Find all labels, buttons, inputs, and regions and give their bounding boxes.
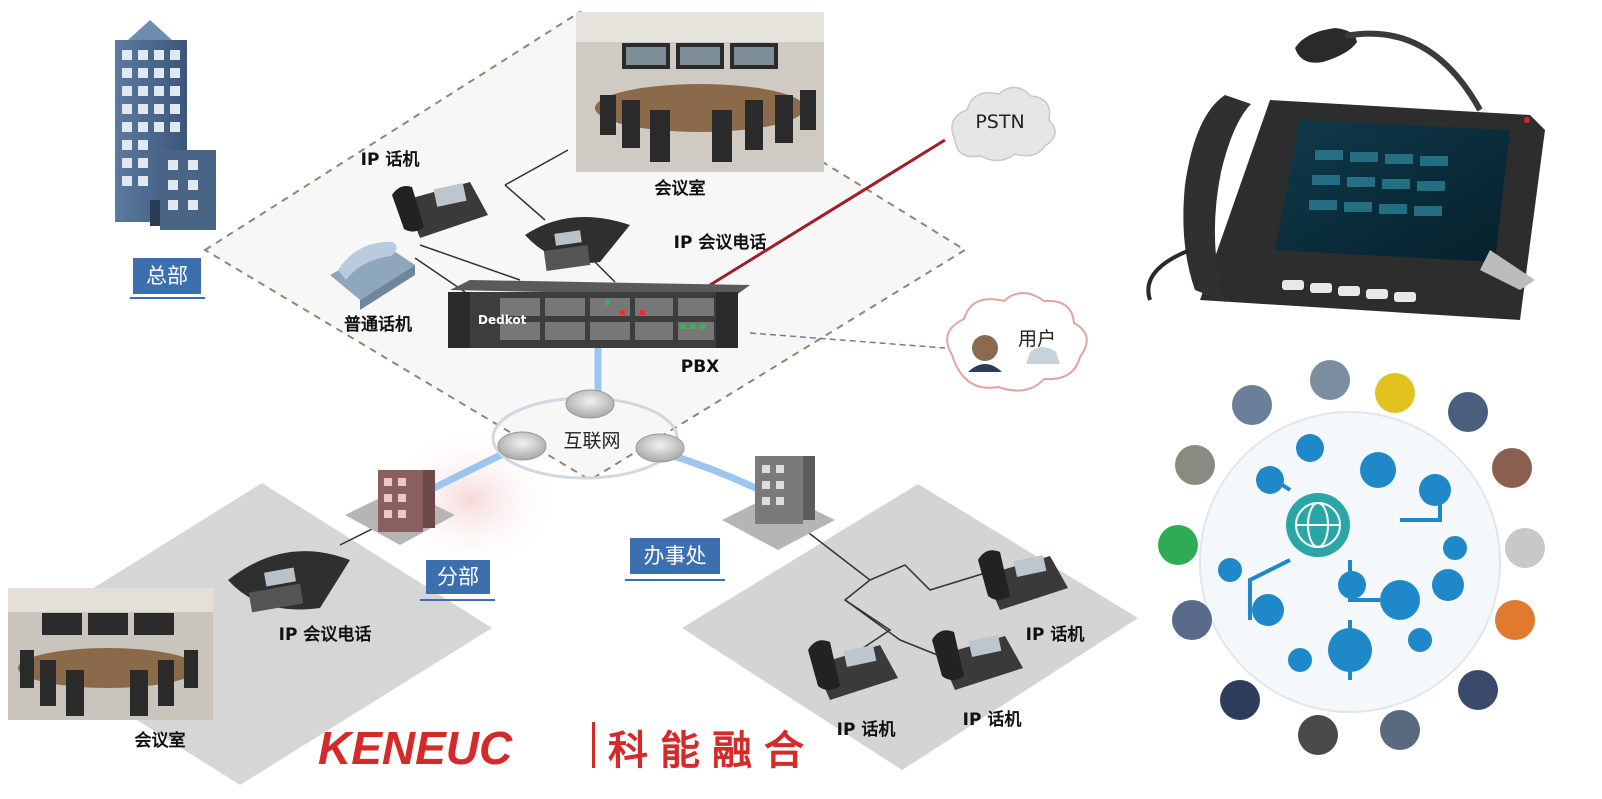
star-icon — [1443, 536, 1467, 560]
desk-video-phone-image — [1146, 28, 1545, 320]
monitor-icon — [1419, 474, 1451, 506]
logo-chinese: 科能融合 — [608, 728, 816, 774]
collaboration-circle-image — [1158, 360, 1545, 755]
mail-icon — [1296, 434, 1324, 462]
logo-latin: KENEUC — [318, 722, 513, 774]
branch-meeting-room-photo — [8, 588, 213, 720]
internet-ring — [491, 389, 685, 480]
pbx-device-icon: Dedkot — [448, 280, 750, 348]
router-icon — [497, 431, 547, 461]
router-icon — [635, 433, 685, 463]
hq-meeting-room-label: 会议室 — [655, 178, 706, 199]
hq-ip-phone-label: IP 话机 — [361, 149, 420, 170]
hq-building-icon — [115, 20, 216, 230]
bulb-icon — [1256, 466, 1284, 494]
office-zone — [682, 484, 1138, 770]
hq-analog-phone-label: 普通话机 — [344, 314, 412, 335]
branch-server-icon — [345, 470, 455, 545]
hq-analog-phone-icon — [330, 241, 415, 310]
keneuc-logo: KENEUC 科能融合 — [318, 722, 816, 774]
play-icon — [1288, 648, 1312, 672]
hq-ip-phone-icon — [392, 182, 488, 238]
user-label: 用户 — [1018, 328, 1056, 350]
pstn-label: PSTN — [975, 111, 1024, 133]
office-ip-phone-label-1: IP 话机 — [1026, 624, 1085, 645]
branch-meeting-room-label: 会议室 — [135, 730, 186, 751]
office-label: 办事处 — [644, 544, 707, 568]
user-link — [749, 332, 946, 349]
office-ip-phone-label-2: IP 话机 — [837, 719, 896, 740]
office-ip-phone-label-3: IP 话机 — [963, 709, 1022, 730]
user-cloud-icon — [946, 292, 1088, 392]
robot-icon — [1432, 569, 1464, 601]
router-icon — [565, 389, 615, 419]
branch-ip-conf-phone-icon — [228, 551, 350, 613]
power-icon — [1328, 628, 1372, 672]
hq-ip-conf-phone-icon — [525, 217, 630, 271]
hq-tag — [133, 258, 201, 294]
wifi-icon — [1380, 580, 1420, 620]
hq-label: 总部 — [146, 264, 188, 288]
office-ip-phone-icon-3 — [932, 630, 1023, 690]
camera-icon — [1338, 571, 1366, 599]
office-server-icon — [722, 456, 835, 550]
pstn-link — [709, 138, 946, 287]
people-around-table — [1158, 360, 1545, 755]
branch-label: 分部 — [437, 565, 479, 589]
branch-tag — [426, 560, 490, 594]
chat-icon — [1360, 452, 1396, 488]
office-ip-phone-icon-2 — [808, 640, 898, 700]
hq-ip-conf-phone-label: IP 会议电话 — [674, 232, 767, 253]
lightning-icon — [1218, 558, 1242, 582]
pstn-cloud-icon — [951, 86, 1056, 162]
pbx-label: PBX — [681, 357, 720, 377]
pbx-brand-text: Dedkot — [478, 313, 527, 327]
branch-ip-conf-phone-label: IP 会议电话 — [279, 624, 372, 645]
mobile-icon — [1252, 594, 1284, 626]
office-ip-phone-icon-1 — [978, 550, 1068, 610]
cloud-icon — [1408, 628, 1432, 652]
internet-label: 互联网 — [563, 430, 620, 452]
office-tag — [630, 538, 720, 574]
hq-meeting-room-photo — [576, 12, 824, 172]
